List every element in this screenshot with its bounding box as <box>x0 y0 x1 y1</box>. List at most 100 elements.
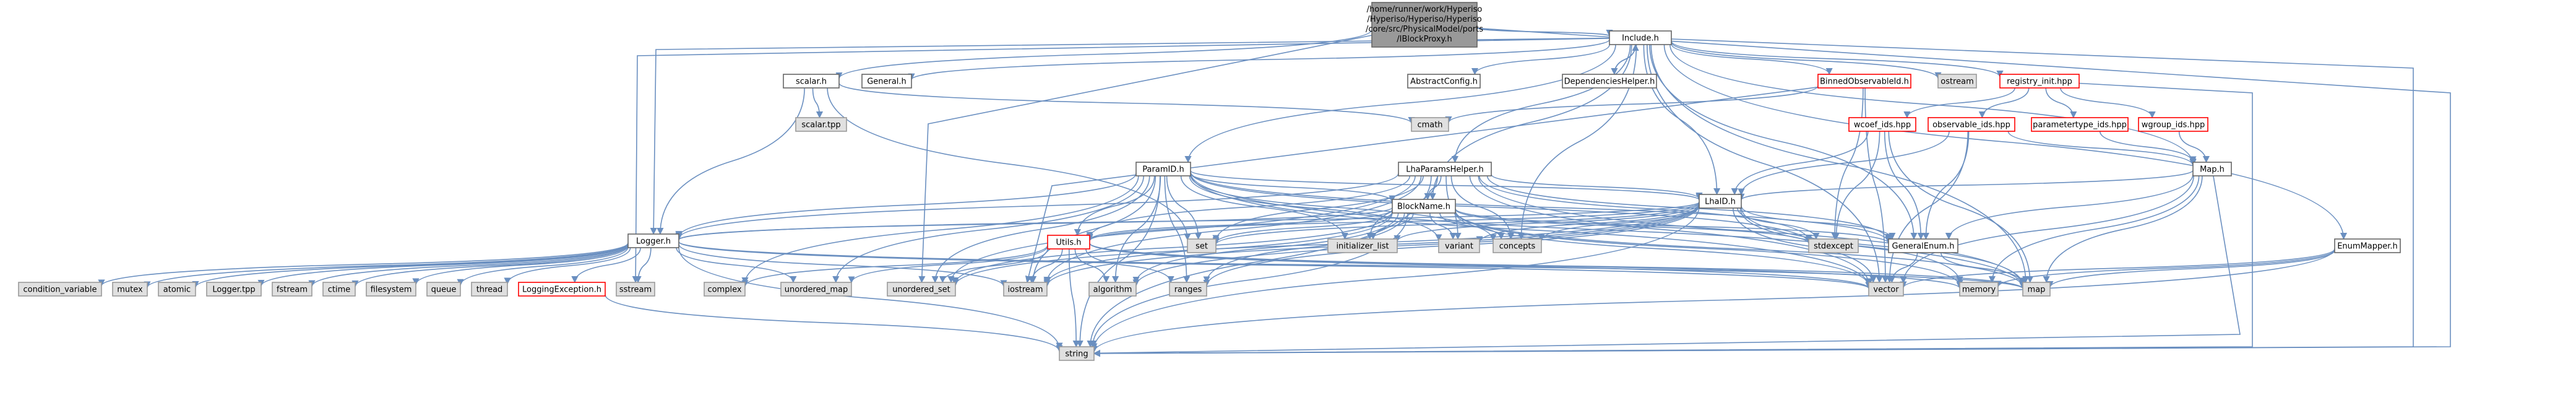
node-map: map <box>2022 282 2051 297</box>
edge-logger_h-to-queue <box>457 246 629 286</box>
edge-paramid_h-to-generalenum_h <box>1190 172 1892 243</box>
node-map-h[interactable]: Map.h <box>2192 162 2232 176</box>
node-generalenum-h[interactable]: GeneralEnum.h <box>1888 238 1958 253</box>
node-box-vector <box>1868 282 1904 297</box>
edge-lhaid_h-to-stdexcept <box>1737 207 1820 240</box>
node-label-root-line-3: /core/src/PhysicalModel/ports <box>1366 25 1483 34</box>
node-utils-h[interactable]: Utils.h <box>1047 235 1090 250</box>
node-label-ostream: ostream <box>1941 77 1974 87</box>
node-vector: vector <box>1868 282 1904 297</box>
node-label-utils-h: Utils.h <box>1056 238 1082 248</box>
node-thread: thread <box>471 282 508 297</box>
node-box-stdexcept <box>1808 238 1859 253</box>
node-dependencieshelper-h[interactable]: DependenciesHelper.h <box>1562 74 1657 89</box>
edge-utils_h-to-unordered_map <box>848 246 1048 284</box>
edge-logger_h-to-sstream <box>634 247 652 284</box>
edge-logger_h-to-filesystem <box>412 245 629 285</box>
edge-utils_h-to-string <box>1069 248 1080 348</box>
node-lhaparamshelper-h[interactable]: LhaParamsHelper.h <box>1398 162 1492 176</box>
node-label-root-line-2: /Hyperiso/Hyperiso/Hyperiso <box>1367 15 1481 24</box>
edge-lhaparamshelper_h-to-iostream <box>1043 175 1422 284</box>
node-loggingexception-h[interactable]: LoggingException.h <box>518 282 606 297</box>
edge-logger_h-to-atomic <box>192 243 629 289</box>
node-lhaid-h[interactable]: LhaID.h <box>1699 194 1742 209</box>
node-scalar-h[interactable]: scalar.h <box>783 74 840 89</box>
edge-map_h-to-string <box>1093 175 2241 357</box>
edge-paramid_h-to-initializer_list <box>1180 175 1348 240</box>
node-include-h[interactable]: Include.h <box>1609 30 1672 45</box>
edge-wcoef_ids_hpp-to-lhaid_h <box>1731 131 1869 196</box>
node-binnedobservableid-h[interactable]: BinnedObservableId.h <box>1817 74 1911 89</box>
node-box-wgroup-ids-hpp <box>2138 117 2208 132</box>
edge-include_h-to-abstractconfig_h <box>1471 44 1610 76</box>
node-label-include-h: Include.h <box>1622 34 1659 43</box>
node-box-cmath <box>1411 117 1449 132</box>
node-label-vector: vector <box>1873 285 1899 295</box>
edge-paramid_h-to-string <box>1076 175 1161 348</box>
edge-paramid_h-to-vector <box>1190 173 1872 287</box>
edge-blockname_h-to-variant <box>1429 212 1457 240</box>
node-label-ranges: ranges <box>1174 285 1202 295</box>
node-box-abstractconfig-h <box>1407 74 1481 89</box>
node-ctime: ctime <box>322 282 356 297</box>
node-label-lhaid-h: LhaID.h <box>1705 198 1736 207</box>
edge-lhaid_h-to-unordered_set <box>952 203 1700 287</box>
node-label-string: string <box>1065 350 1088 359</box>
node-box-algorithm <box>1088 282 1137 297</box>
node-box-sstream <box>616 282 655 297</box>
node-parametertype-ids-hpp[interactable]: parametertype_ids.hpp <box>2031 117 2129 132</box>
edge-blockname_h-to-memory <box>1455 211 1963 287</box>
node-general-h[interactable]: General.h <box>861 74 912 89</box>
node-label-root-line-4: /IBlockProxy.h <box>1397 35 1452 44</box>
node-label-map: map <box>2028 285 2046 295</box>
edge-logger_h-to-unordered_map <box>676 247 797 284</box>
edge-blockname_h-to-generalenum_h <box>1455 208 1892 244</box>
node-label-binnedobservableid-h: BinnedObservableId.h <box>1820 77 1909 87</box>
node-box-concepts <box>1493 238 1542 253</box>
edge-utils_h-to-map <box>1089 243 2027 290</box>
edge-observable_ids_hpp-to-vector <box>1886 131 1969 284</box>
node-box-paramid-h <box>1135 162 1191 176</box>
edge-paramid_h-to-logger_h <box>675 173 1137 238</box>
node-abstractconfig-h[interactable]: AbstractConfig.h <box>1407 74 1481 89</box>
edge-include_h-to-ostream <box>1671 41 1942 79</box>
node-box-scalar-tpp <box>795 117 847 132</box>
edge-blockname_h-to-logger_h <box>675 207 1393 241</box>
node-logger-h[interactable]: Logger.h <box>627 233 679 248</box>
node-paramid-h[interactable]: ParamID.h <box>1135 162 1191 176</box>
edge-map_h-to-map <box>2043 175 2203 284</box>
edge-scalar_h-to-set <box>827 87 1191 241</box>
edge-generalenum_h-to-vector <box>1888 252 1918 284</box>
node-registry-init-hpp[interactable]: registry_init.hpp <box>1999 74 2080 89</box>
edge-map_h-to-generalenum_h <box>1945 174 2194 240</box>
node-label-logger-h: Logger.h <box>636 237 671 246</box>
edge-binnedobservableid_h-to-iostream <box>1025 86 1819 284</box>
node-label-ctime: ctime <box>328 285 351 295</box>
edge-paramid_h-to-utils_h <box>1074 175 1155 237</box>
edge-lhaid_h-to-generalenum_h <box>1741 206 1896 240</box>
node-label-condition-variable: condition_variable <box>23 285 97 295</box>
edge-observable_ids_hpp-to-map_h <box>2007 131 2197 167</box>
node-observable-ids-hpp[interactable]: observable_ids.hpp <box>1928 117 2015 132</box>
edge-map_h-to-lhaid_h <box>1738 170 2194 201</box>
edge-enummapper_h-to-vector <box>1900 248 2335 289</box>
node-box-enummapper-h <box>2334 238 2401 253</box>
edge-blockname_h-to-vector <box>1455 212 1872 287</box>
node-enummapper-h[interactable]: EnumMapper.h <box>2334 238 2401 253</box>
node-label-lhaparamshelper-h: LhaParamsHelper.h <box>1406 165 1484 175</box>
node-wcoef-ids-hpp[interactable]: wcoef_ids.hpp <box>1848 117 1916 132</box>
node-blockname-h[interactable]: BlockName.h <box>1392 199 1456 214</box>
node-root[interactable]: /home/runner/work/Hyperiso/Hyperiso/Hype… <box>1366 2 1483 48</box>
node-cmath: cmath <box>1411 117 1449 132</box>
edge-logger_h-to-string <box>678 247 1063 350</box>
edge-blockname_h-to-set <box>1212 211 1393 245</box>
edge-logger_h-to-condition_variable <box>98 243 629 287</box>
node-box-general-h <box>861 74 912 89</box>
node-label-dependencieshelper-h: DependenciesHelper.h <box>1564 77 1655 87</box>
edge-lhaparamshelper_h-to-utils_h <box>1086 175 1411 239</box>
edge-root-to-include_h <box>1476 27 1613 37</box>
node-wgroup-ids-hpp[interactable]: wgroup_ids.hpp <box>2138 117 2208 132</box>
edge-enummapper_h-to-memory <box>1994 249 2335 288</box>
edge-utils_h-to-ranges <box>1085 248 1174 284</box>
node-box-unordered-set <box>887 282 956 297</box>
